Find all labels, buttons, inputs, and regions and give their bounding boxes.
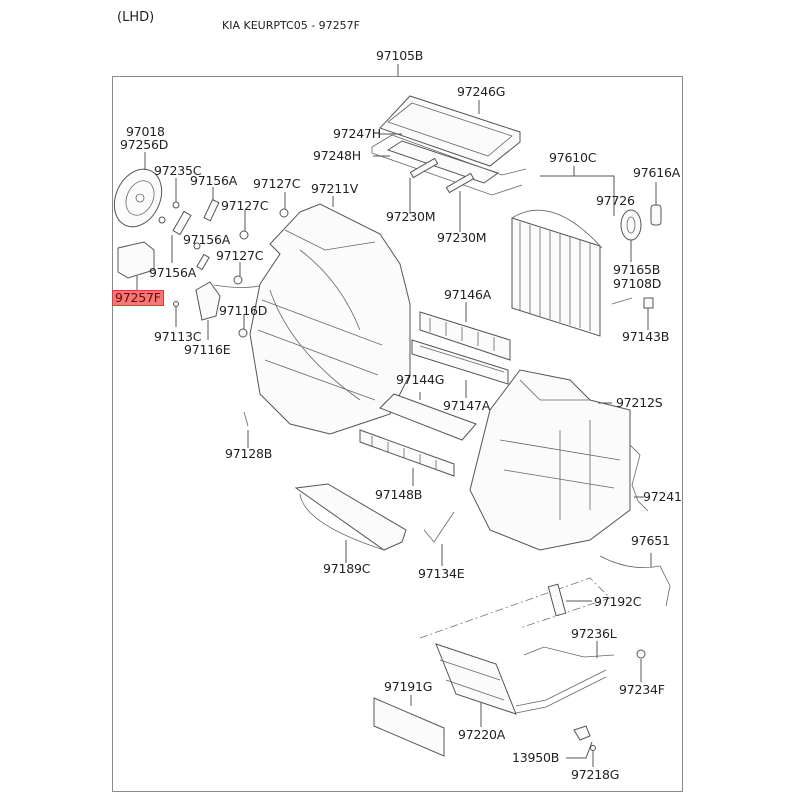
part-label-97246G[interactable]: 97246G (457, 84, 506, 99)
part-label-97211V[interactable]: 97211V (311, 181, 359, 196)
seal-97192C-part (547, 583, 567, 617)
part-label-97156A-1[interactable]: 97156A (190, 173, 238, 188)
part-label-97212S[interactable]: 97212S (616, 395, 663, 410)
air-duct-part (294, 483, 407, 563)
part-label-97610C[interactable]: 97610C (549, 150, 597, 165)
region-label: (LHD) (117, 10, 155, 25)
heater-outline (419, 577, 611, 639)
part-label-97257F-highlighted[interactable]: 97257F (112, 290, 164, 306)
part-label-97146A[interactable]: 97146A (444, 287, 492, 302)
model-title: KIA KEURPTC05 - 97257F (222, 19, 361, 32)
actuator-97257F-part (117, 241, 155, 290)
part-label-97134E[interactable]: 97134E (418, 566, 465, 581)
pipe-97651-part (599, 555, 671, 607)
part-label-97143B[interactable]: 97143B (622, 329, 670, 344)
part-label-97113C[interactable]: 97113C (154, 329, 202, 344)
part-label-13950B[interactable]: 13950B (512, 750, 560, 765)
part-label-97256D[interactable]: 97256D (120, 137, 169, 152)
part-label-97189C[interactable]: 97189C (323, 561, 371, 576)
part-label-97248H[interactable]: 97248H (313, 148, 361, 163)
part-label-97234F[interactable]: 97234F (619, 682, 665, 697)
part-label-97148B[interactable]: 97148B (375, 487, 423, 502)
evaporator-part (511, 166, 662, 337)
part-label-97235C[interactable]: 97235C (154, 163, 202, 178)
part-label-97127C-1[interactable]: 97127C (253, 176, 301, 191)
part-label-97116D[interactable]: 97116D (219, 303, 268, 318)
part-label-97156A-3[interactable]: 97156A (149, 265, 197, 280)
heater-case-part (469, 369, 649, 551)
blower-motor-part (113, 152, 163, 228)
part-label-97116E[interactable]: 97116E (184, 342, 231, 357)
part-label-97108D[interactable]: 97108D (613, 276, 662, 291)
clips-cluster (158, 178, 289, 340)
part-label-97247H[interactable]: 97247H (333, 126, 381, 141)
part-label-97105B[interactable]: 97105B (376, 48, 424, 63)
part-label-97128B[interactable]: 97128B (225, 446, 273, 461)
part-label-97220A[interactable]: 97220A (458, 727, 506, 742)
heater-core-part (435, 641, 646, 727)
drain-hose-part (423, 511, 455, 543)
part-label-97230M-2[interactable]: 97230M (437, 230, 487, 245)
part-label-97165B[interactable]: 97165B (613, 262, 661, 277)
part-label-97127C-2[interactable]: 97127C (221, 198, 269, 213)
part-label-97651[interactable]: 97651 (631, 533, 670, 548)
part-label-97191G[interactable]: 97191G (384, 679, 433, 694)
part-label-97156A-2[interactable]: 97156A (183, 232, 231, 247)
part-label-97236L[interactable]: 97236L (571, 626, 617, 641)
part-label-97192C[interactable]: 97192C (594, 594, 642, 609)
doors-part (359, 302, 511, 486)
part-label-97147A[interactable]: 97147A (443, 398, 491, 413)
part-label-97144G[interactable]: 97144G (396, 372, 445, 387)
part-label-97230M-1[interactable]: 97230M (386, 209, 436, 224)
sensor-13950B-part (566, 725, 596, 767)
part-label-97018[interactable]: 97018 (126, 124, 165, 139)
clip-97128B-part (243, 411, 249, 427)
cover-97191G-part (373, 695, 445, 757)
part-label-97241[interactable]: 97241 (643, 489, 682, 504)
part-label-97218G[interactable]: 97218G (571, 767, 620, 782)
part-label-97726[interactable]: 97726 (596, 193, 635, 208)
blower-housing-part (249, 196, 411, 435)
filter-seals-part (371, 95, 527, 232)
part-label-97616A[interactable]: 97616A (633, 165, 681, 180)
part-label-97127C-3[interactable]: 97127C (216, 248, 264, 263)
